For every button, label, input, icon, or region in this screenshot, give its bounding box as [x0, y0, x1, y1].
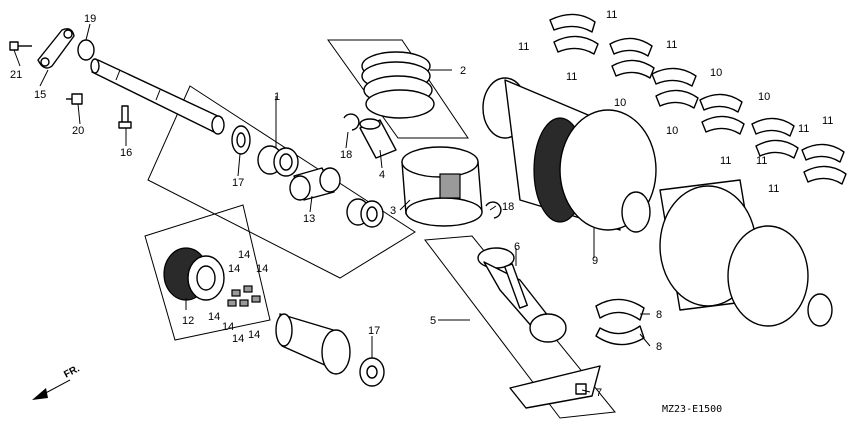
piston-part-3	[401, 146, 483, 227]
callout-12: 12	[182, 315, 194, 327]
rod-nut-part-7	[575, 383, 587, 395]
callout-1: 1	[274, 91, 280, 103]
callout-10d: 10	[666, 125, 678, 137]
gear-box	[144, 204, 271, 341]
callout-14d: 14	[208, 311, 220, 323]
callout-5: 5	[430, 315, 436, 327]
callout-11h: 11	[768, 183, 779, 195]
callout-19: 19	[84, 13, 96, 25]
clip-part-18b	[485, 201, 502, 219]
callout-8a: 8	[656, 309, 662, 321]
callout-11b: 11	[518, 41, 529, 53]
callout-10c: 10	[758, 91, 770, 103]
callout-9: 9	[592, 255, 598, 267]
crankshaft-part-9	[482, 77, 833, 327]
callout-16: 16	[120, 147, 132, 159]
callout-labels: 1 2 3 4 5 6 7 8 8 9 10 10 10 10 11 11 11…	[10, 9, 833, 399]
callout-20: 20	[72, 125, 84, 137]
callout-14b: 14	[228, 263, 240, 275]
callout-14f: 14	[232, 333, 244, 345]
callout-11e: 11	[798, 123, 809, 135]
callout-14e: 14	[222, 321, 234, 333]
bearing-shells	[549, 13, 847, 185]
callout-10a: 10	[710, 67, 722, 79]
callout-8b: 8	[656, 341, 662, 353]
conrod-box	[424, 235, 616, 419]
needle-bearing-part-1	[257, 145, 299, 177]
callout-18b: 18	[502, 201, 514, 213]
callout-11d: 11	[566, 71, 577, 83]
callout-14a: 14	[238, 249, 250, 261]
bolt-part-20	[66, 93, 83, 105]
callout-2: 2	[460, 65, 466, 77]
callout-6: 6	[514, 241, 520, 253]
bolt-part-16	[118, 105, 132, 129]
front-label: FR.	[62, 363, 82, 380]
sleeve-part-13	[289, 167, 341, 201]
callout-14g: 14	[248, 329, 260, 341]
callout-11i: 11	[756, 155, 767, 167]
front-direction-arrow: FR.	[32, 363, 82, 400]
callout-18a: 18	[340, 149, 352, 161]
callout-17b: 17	[368, 325, 380, 337]
output-shaft	[275, 313, 351, 375]
callout-4: 4	[379, 169, 385, 181]
callout-11c: 11	[666, 39, 677, 51]
callout-7: 7	[596, 387, 602, 399]
lever-arm-part-15	[37, 28, 75, 69]
clip-part-18a	[343, 113, 360, 131]
callout-11a: 11	[606, 9, 617, 21]
callout-3: 3	[390, 205, 396, 217]
callout-11f: 11	[720, 155, 731, 167]
key-set-part-14	[227, 285, 261, 307]
piston-pin-part-4	[359, 118, 397, 159]
washer-part-17a	[231, 125, 251, 155]
callout-15: 15	[34, 89, 46, 101]
callout-13: 13	[303, 213, 315, 225]
gear-part-12	[163, 247, 225, 301]
bearing-shells-part-8	[595, 298, 645, 346]
callout-10b: 10	[614, 97, 626, 109]
callout-11g: 11	[822, 115, 833, 127]
shaft-assembly	[90, 58, 225, 135]
needle-bearing-small	[346, 198, 384, 228]
diagram-code: MZ23-E1500	[662, 404, 722, 415]
o-ring-part-19	[77, 39, 95, 61]
washer-part-17b	[359, 357, 385, 387]
callout-21: 21	[10, 69, 22, 81]
bolt-part-21	[9, 41, 32, 51]
callout-14c: 14	[256, 263, 268, 275]
rod-bolt-part-6	[504, 263, 528, 309]
piston-rings-part-2	[361, 51, 435, 119]
leader-lines	[13, 23, 651, 393]
callout-17a: 17	[232, 177, 244, 189]
